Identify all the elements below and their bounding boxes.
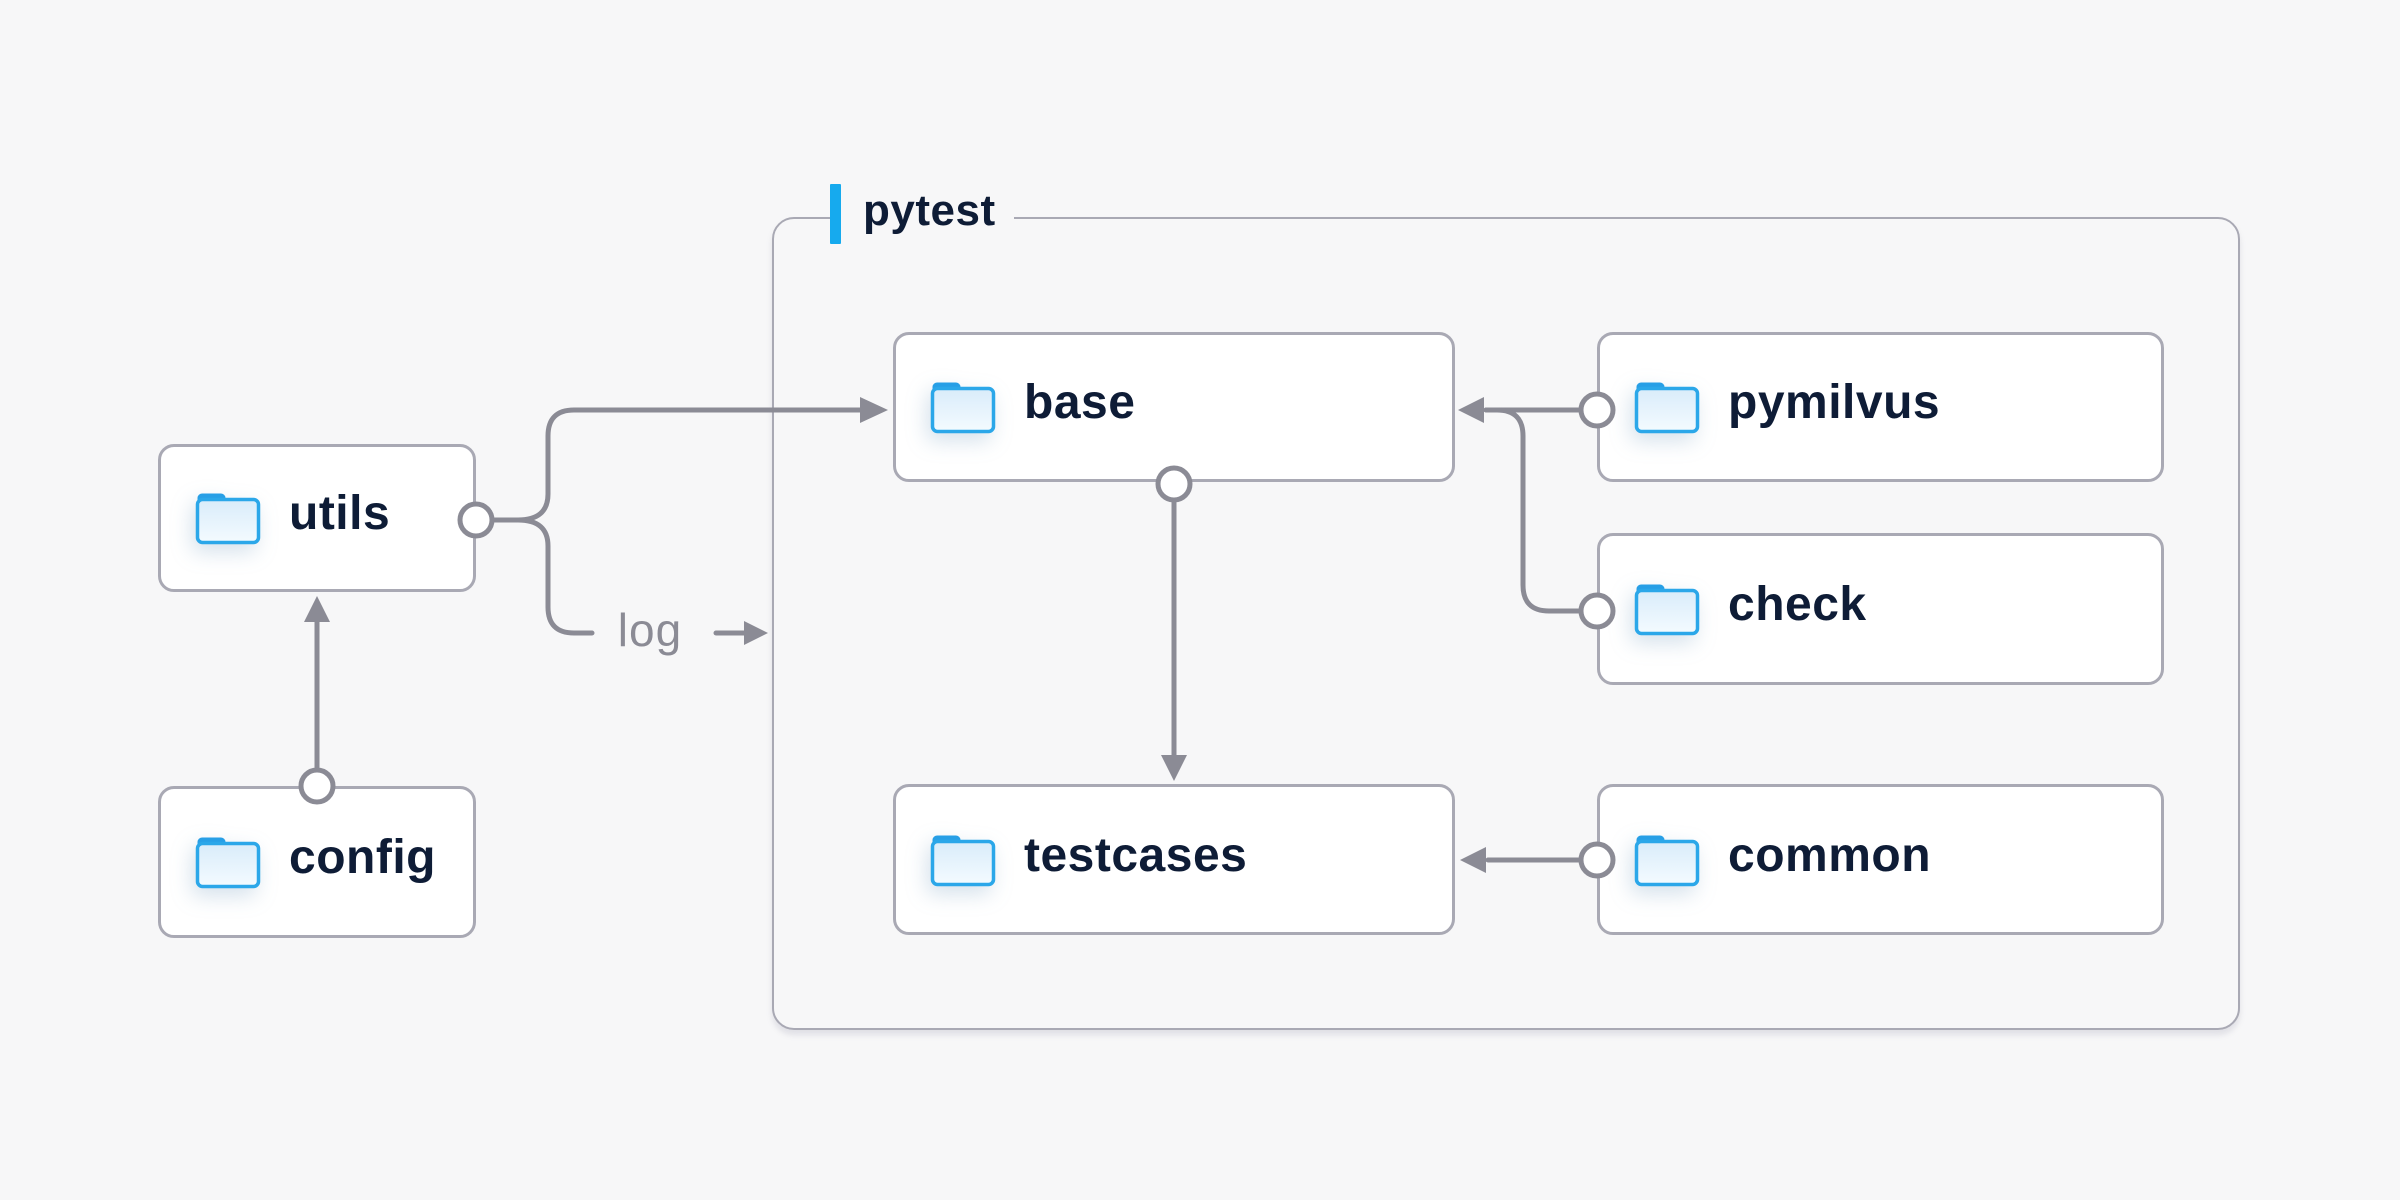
node-label: common [1728, 828, 1932, 882]
folder-icon [1634, 382, 1700, 434]
node-label: utils [289, 487, 391, 540]
node-config: config [158, 786, 476, 938]
node-label: check [1728, 578, 1867, 631]
node-label: config [289, 831, 436, 884]
folder-icon [195, 837, 261, 889]
node-label: base [1024, 376, 1136, 429]
pytest-group-container [772, 217, 2240, 1030]
arrowhead-log-group [744, 621, 768, 645]
node-base: base [893, 332, 1455, 482]
folder-icon [930, 382, 996, 434]
folder-icon [1634, 584, 1700, 636]
edge-utils-log [515, 517, 595, 636]
node-utils: utils [158, 444, 476, 592]
node-pymilvus: pymilvus [1597, 332, 2164, 482]
pytest-group-label: pytest [830, 183, 1014, 245]
node-check: check [1597, 533, 2164, 685]
accent-bar [830, 184, 841, 244]
node-testcases: testcases [893, 784, 1455, 935]
log-edge-label: log [617, 604, 683, 656]
folder-icon [930, 835, 996, 886]
folder-icon [1634, 835, 1700, 886]
node-label: pymilvus [1728, 376, 1941, 429]
group-title: pytest [863, 186, 996, 235]
node-label: testcases [1024, 828, 1248, 882]
node-common: common [1597, 784, 2164, 935]
arrowhead-config-utils [304, 596, 330, 622]
folder-icon [195, 493, 261, 545]
